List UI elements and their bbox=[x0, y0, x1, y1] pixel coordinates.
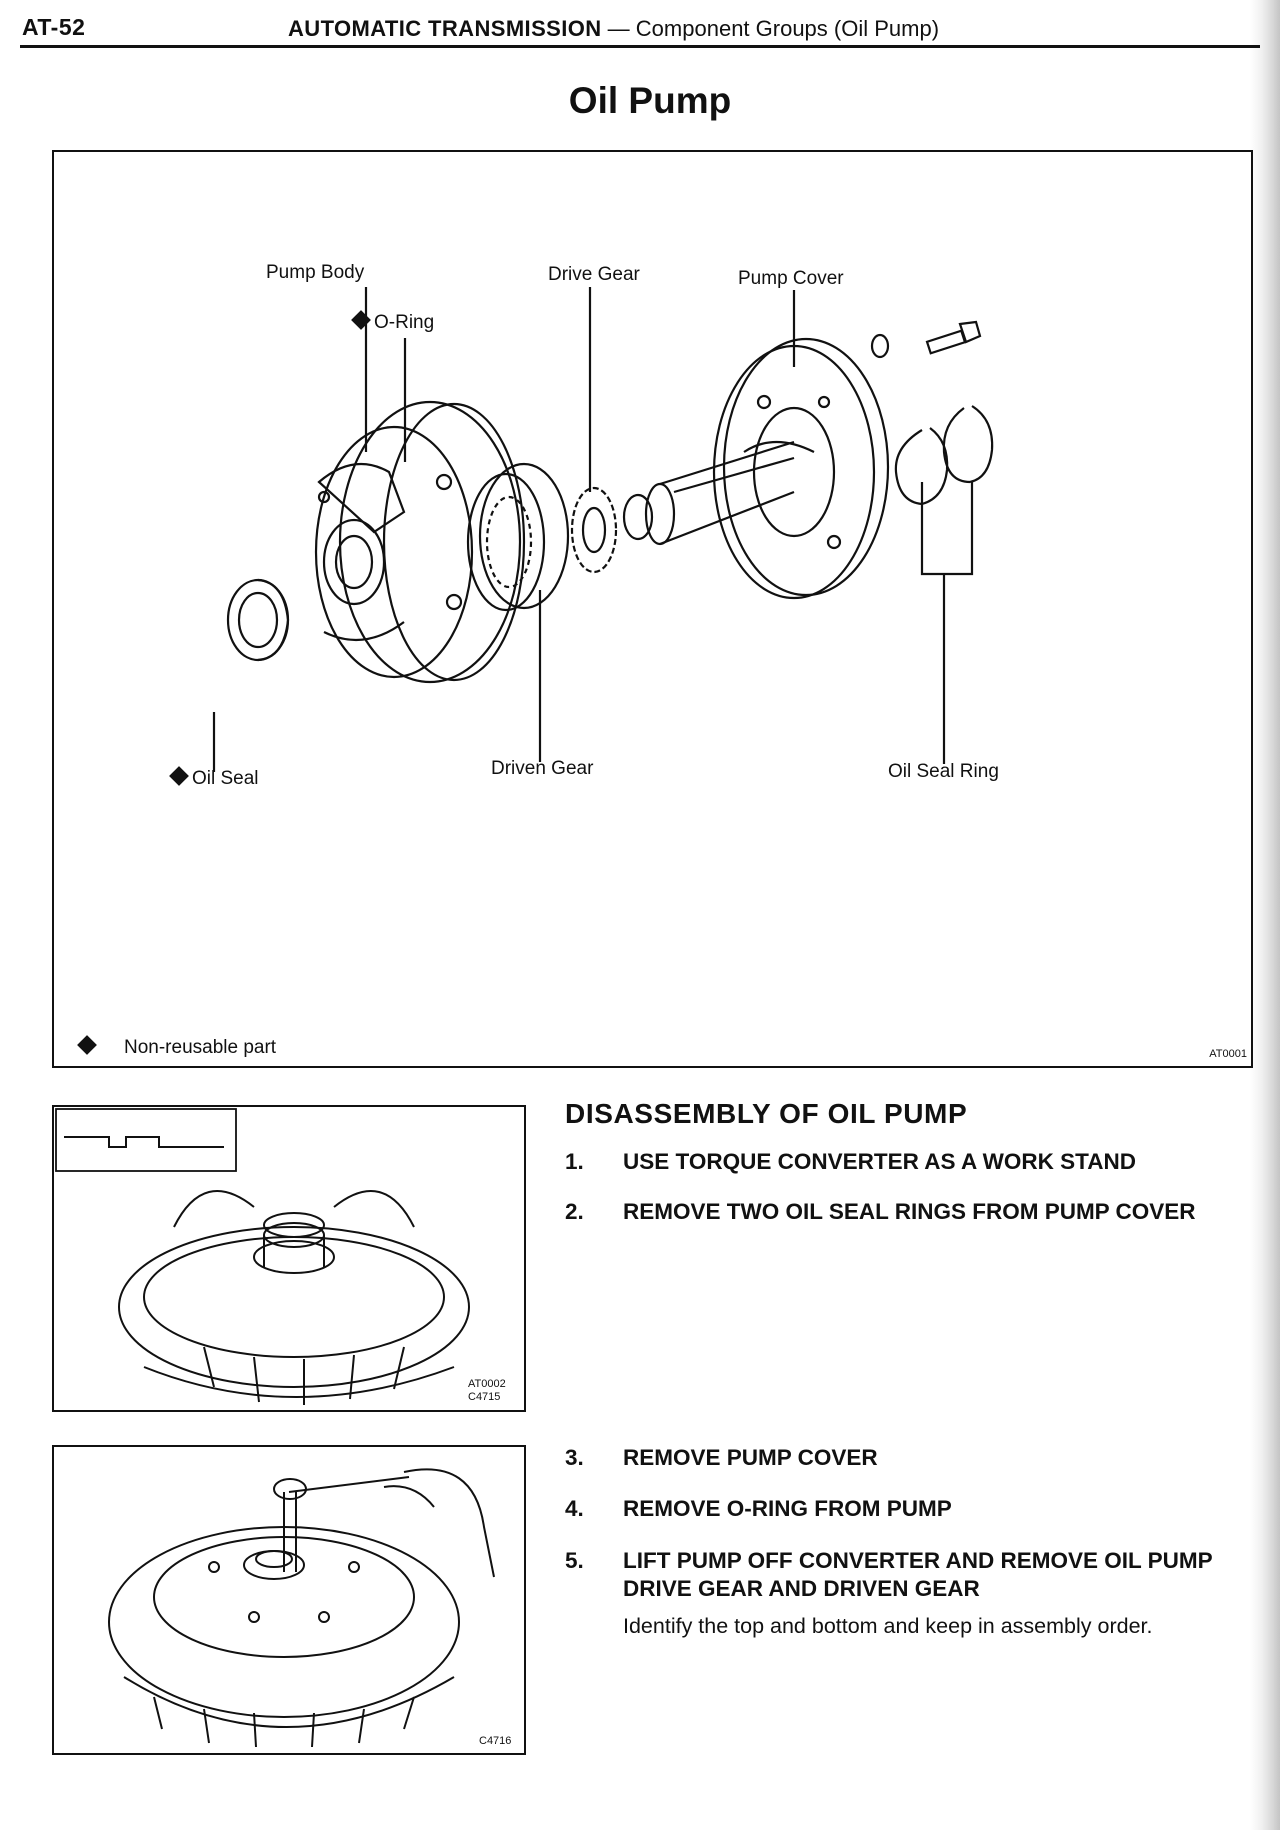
header-subsection: Component Groups (Oil Pump) bbox=[635, 16, 940, 41]
exploded-view-figure: Pump Body O-Ring Drive Gear Pump Cover O… bbox=[52, 150, 1253, 1068]
step-5-note: Identify the top and bottom and keep in … bbox=[623, 1614, 1153, 1638]
callout-pump-cover: Pump Cover bbox=[738, 268, 844, 289]
step-4-text: REMOVE O-RING FROM PUMP bbox=[623, 1496, 952, 1521]
page-title: Oil Pump bbox=[568, 80, 732, 121]
section-heading: DISASSEMBLY OF OIL PUMP bbox=[565, 1098, 968, 1129]
stator-shaft-drawing bbox=[622, 440, 795, 546]
step-1-text: USE TORQUE CONVERTER AS A WORK STAND bbox=[623, 1149, 1136, 1174]
non-reusable-marker-icon bbox=[351, 310, 371, 330]
pump-cover-drawing bbox=[712, 337, 890, 600]
running-header: AUTOMATIC TRANSMISSION — Component Group… bbox=[288, 16, 939, 42]
callout-o-ring-label: O-Ring bbox=[374, 312, 435, 333]
o-ring-drawing bbox=[382, 402, 526, 682]
non-reusable-marker-icon bbox=[77, 1035, 97, 1055]
inset-box bbox=[55, 1108, 237, 1172]
driven-gear-drawing bbox=[466, 462, 570, 612]
oil-seal-drawing bbox=[226, 578, 290, 662]
oil-pump-exploded-drawing bbox=[212, 287, 994, 772]
callout-oil-seal-ring: Oil Seal Ring bbox=[888, 761, 999, 782]
figure-code: AT0001 bbox=[1209, 1048, 1247, 1060]
page-number: AT-52 bbox=[22, 14, 86, 40]
step-1-number: 1. bbox=[565, 1149, 584, 1174]
step-4: 4. REMOVE O-RING FROM PUMP bbox=[565, 1495, 952, 1523]
photo-1-codes: AT0002 C4715 bbox=[468, 1378, 506, 1404]
step-3-text: REMOVE PUMP COVER bbox=[623, 1445, 878, 1470]
step-5-text-line1: LIFT PUMP OFF CONVERTER AND REMOVE OIL P… bbox=[623, 1548, 1213, 1573]
step-1: 1. USE TORQUE CONVERTER AS A WORK STAND bbox=[565, 1148, 1136, 1176]
illustration-remove-pump-cover: C4716 bbox=[52, 1445, 526, 1755]
inset-ring-profile bbox=[64, 1136, 224, 1148]
scan-edge-shadow bbox=[1250, 0, 1280, 1830]
callout-driven-gear: Driven Gear bbox=[491, 758, 594, 779]
pump-body-drawing bbox=[314, 400, 522, 684]
photo-2-code: C4716 bbox=[479, 1735, 512, 1747]
step-5-number: 5. bbox=[565, 1548, 584, 1573]
wrench-on-pump-cover-drawing bbox=[108, 1468, 495, 1748]
header-section: AUTOMATIC TRANSMISSION bbox=[288, 16, 602, 41]
header-separator: — bbox=[607, 16, 630, 41]
bolt-and-washer-drawing bbox=[870, 320, 982, 359]
non-reusable-marker-icon bbox=[169, 766, 189, 786]
oil-seal-rings-drawing bbox=[894, 405, 994, 506]
callout-oil-seal-label: Oil Seal bbox=[192, 768, 259, 789]
photo-1-code-b: C4715 bbox=[468, 1391, 501, 1403]
step-5: 5. LIFT PUMP OFF CONVERTER AND REMOVE OIL… bbox=[565, 1547, 1213, 1603]
step-3: 3. REMOVE PUMP COVER bbox=[565, 1444, 878, 1472]
photo-1-code-a: AT0002 bbox=[468, 1378, 506, 1390]
illustration-remove-oil-seal-rings: AT0002 C4715 bbox=[52, 1105, 526, 1412]
step-2-number: 2. bbox=[565, 1199, 584, 1224]
figure-legend: Non-reusable part bbox=[72, 1035, 277, 1059]
step-2: 2. REMOVE TWO OIL SEAL RINGS FROM PUMP CO… bbox=[565, 1198, 1196, 1226]
hands-removing-seal-rings-drawing bbox=[55, 1108, 470, 1405]
step-4-number: 4. bbox=[565, 1496, 584, 1521]
callout-oil-seal: Oil Seal bbox=[169, 766, 259, 790]
callout-drive-gear: Drive Gear bbox=[548, 264, 640, 285]
legend-text: Non-reusable part bbox=[124, 1037, 277, 1058]
callout-pump-body: Pump Body bbox=[266, 262, 365, 283]
step-2-text: REMOVE TWO OIL SEAL RINGS FROM PUMP COVE… bbox=[623, 1199, 1196, 1224]
callout-o-ring: O-Ring bbox=[351, 310, 435, 334]
drive-gear-drawing bbox=[570, 486, 618, 574]
leader-oil-seal-ring-bracket bbox=[920, 482, 974, 576]
step-5-text-line2: DRIVE GEAR AND DRIVEN GEAR bbox=[623, 1576, 980, 1601]
step-3-number: 3. bbox=[565, 1445, 584, 1470]
header-rule bbox=[20, 45, 1260, 48]
step-5-text: LIFT PUMP OFF CONVERTER AND REMOVE OIL P… bbox=[623, 1547, 1213, 1603]
